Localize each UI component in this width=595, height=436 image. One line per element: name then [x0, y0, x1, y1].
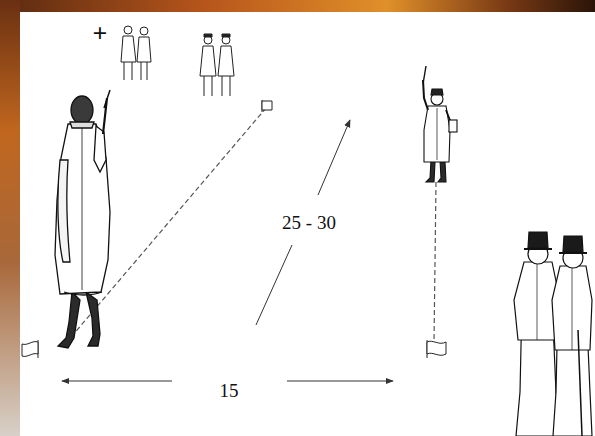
witness-figures-part	[222, 34, 230, 37]
walking-lines-part	[434, 182, 436, 342]
slide-background-part	[0, 0, 595, 12]
flags-part	[427, 341, 446, 355]
right-duelist-part	[426, 160, 435, 182]
witness-figures-part	[141, 62, 147, 80]
dimension-arrows-part	[62, 381, 172, 382]
dimension-arrows-part	[318, 120, 350, 195]
left-duelist-part	[55, 124, 110, 294]
dimension-arrows-part	[287, 381, 393, 382]
left-duelist-part	[82, 128, 83, 290]
flags-part	[262, 101, 272, 110]
right-duelist-part	[437, 108, 438, 160]
right-duelist-part	[423, 66, 426, 84]
slide-background-part	[0, 0, 20, 436]
seconds-figures-part	[524, 248, 552, 250]
left-duelist-part	[58, 160, 70, 262]
witness-figures-part	[218, 46, 234, 76]
seconds-figures-part	[572, 268, 573, 350]
walking-lines	[66, 108, 436, 343]
dimension-arrows	[62, 120, 393, 381]
left-duelist	[55, 90, 110, 348]
seconds-figures-part	[537, 264, 538, 340]
witness-figures-part	[124, 62, 132, 80]
left-duelist-part	[104, 90, 110, 108]
seconds-figures-part	[552, 266, 592, 350]
witness-figures-part	[121, 36, 136, 62]
witness-figures-part	[200, 46, 216, 76]
right-duelist-part	[431, 89, 443, 95]
witness-figures-part	[204, 34, 212, 37]
cross-symbol: +	[90, 20, 111, 48]
left-duelist-part	[64, 292, 102, 295]
witness-figures-part	[204, 76, 212, 96]
seconds-figures-part	[559, 252, 587, 254]
left-duelist-part	[71, 96, 93, 124]
seconds-figures-part	[563, 236, 583, 252]
witness-figures	[121, 26, 234, 96]
left-duelist-part	[58, 292, 80, 348]
right-duelist	[423, 66, 457, 182]
right-duelist-part	[449, 120, 457, 132]
right-duelist-part	[424, 106, 450, 162]
left-duelist-part	[86, 292, 100, 346]
distance-dimension: 15	[217, 380, 242, 401]
witness-figures-part	[222, 76, 230, 96]
witness-figures-part	[124, 26, 132, 34]
distance-dimension: 25 - 30	[279, 212, 339, 233]
right-duelist-part	[423, 80, 428, 110]
seconds-figures	[514, 232, 592, 436]
right-duelist-part	[438, 160, 446, 182]
seconds-figures-part	[528, 232, 548, 248]
witness-figures-part	[140, 27, 148, 35]
witness-figures-part	[137, 37, 151, 62]
flags-part	[22, 342, 38, 357]
flags	[22, 100, 446, 358]
seconds-figures-part	[578, 330, 582, 436]
dimension-arrows-part	[256, 245, 292, 325]
left-duelist-part	[70, 122, 94, 128]
